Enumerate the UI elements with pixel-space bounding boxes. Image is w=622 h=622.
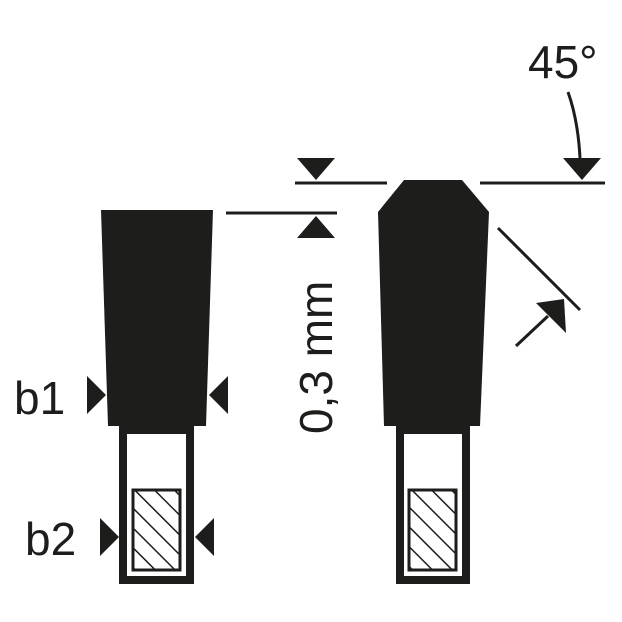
chamfer-arrow-icon: [536, 299, 566, 333]
angle-down-arrow-icon: [563, 158, 601, 180]
left-tooth-body: [119, 426, 194, 584]
left-tooth: [101, 210, 213, 584]
b1-left-arrow-icon: [87, 376, 106, 414]
right-tooth: [378, 180, 489, 584]
b2-right-arrow-icon: [195, 518, 214, 556]
chamfer-angle-dimension: 45°: [480, 36, 605, 348]
b2-left-arrow-icon: [100, 518, 119, 556]
b1-label: b1: [14, 372, 65, 424]
b1-dimension: b1: [14, 372, 228, 424]
b1-right-arrow-icon: [209, 376, 228, 414]
left-tooth-tip: [101, 210, 213, 426]
right-hatched-section: [407, 488, 458, 572]
right-tooth-tip: [378, 180, 489, 426]
offset-label: 0,3 mm: [290, 281, 342, 434]
angle-label: 45°: [528, 36, 598, 88]
b2-dimension: b2: [25, 513, 214, 565]
chamfer-leader-line: [514, 314, 550, 348]
height-offset-dimension: 0,3 mm: [226, 158, 387, 434]
angle-leader-curve: [566, 91, 582, 159]
right-tooth-body: [396, 426, 470, 584]
offset-down-arrow-icon: [297, 158, 335, 180]
chamfer-extension-line: [496, 226, 582, 312]
offset-up-arrow-icon: [297, 216, 335, 238]
left-hatched-section: [131, 488, 182, 572]
b2-label: b2: [25, 513, 76, 565]
